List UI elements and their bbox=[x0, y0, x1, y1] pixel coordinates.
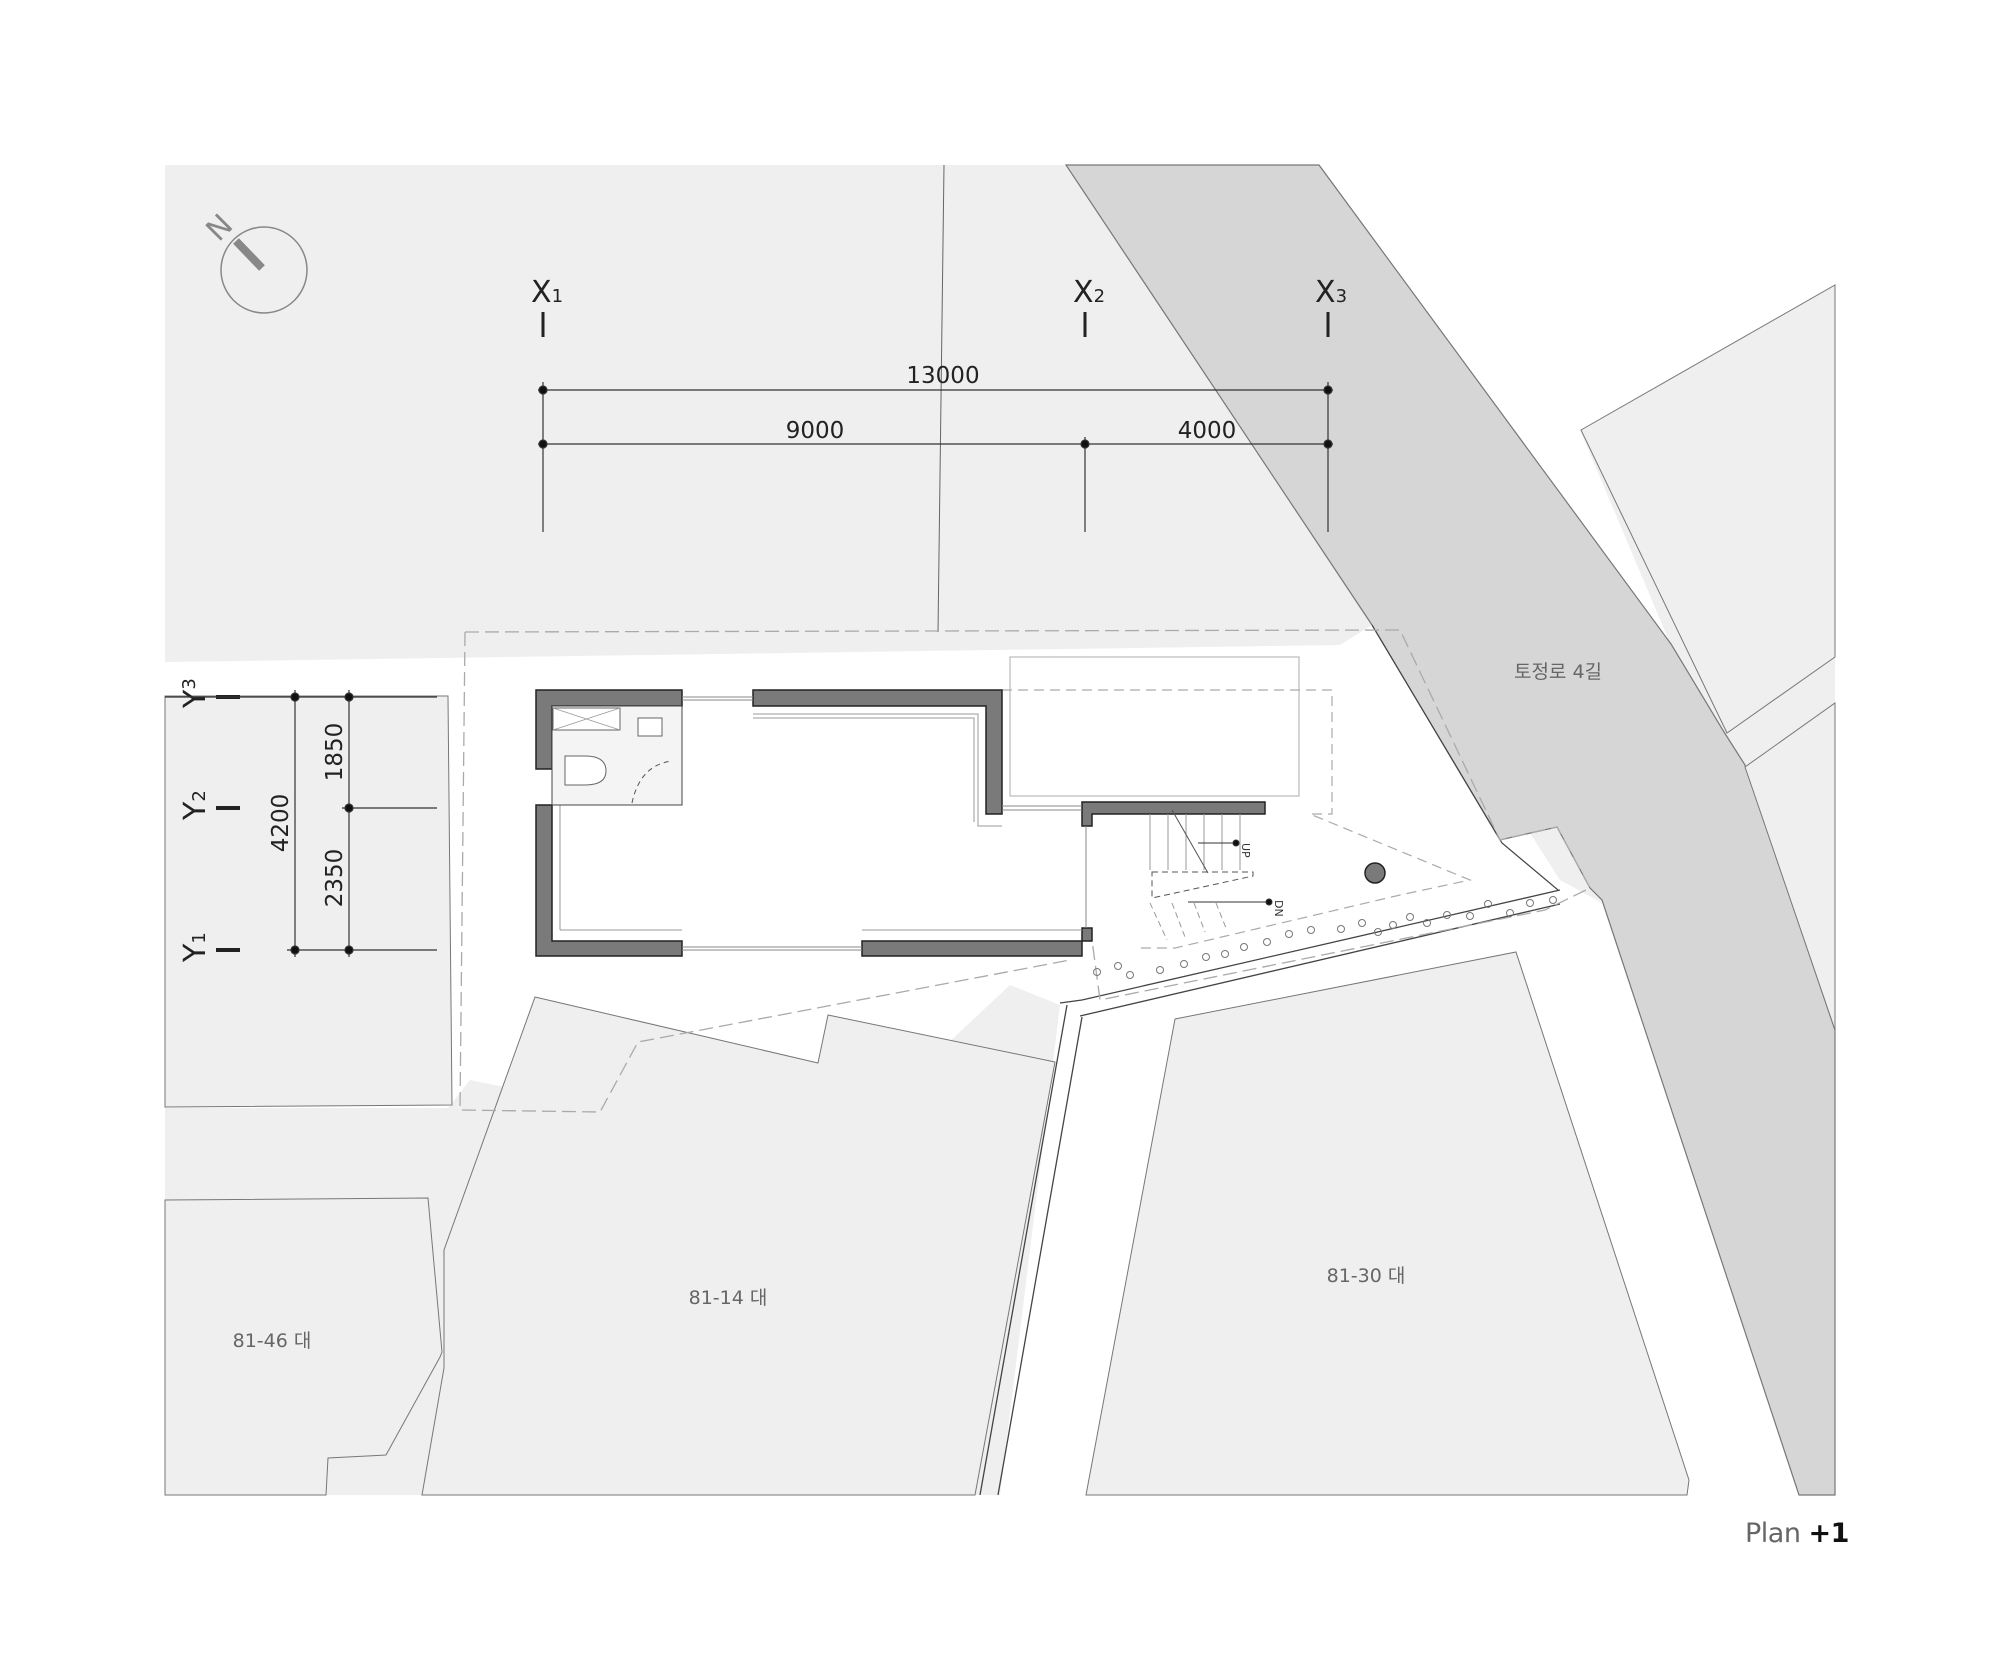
pebble-strip bbox=[1093, 896, 1557, 979]
road-area bbox=[1064, 164, 1836, 1496]
upper-overhang-dashed bbox=[1002, 689, 1473, 949]
dim-y-total: 4200 bbox=[268, 794, 294, 853]
parcel-81-30 bbox=[1085, 951, 1690, 1496]
north-arrow-circle bbox=[220, 226, 308, 314]
dim-y-seg-1: 1850 bbox=[322, 723, 348, 782]
dim-y-seg-2: 2350 bbox=[322, 849, 348, 908]
parcel-label-81-14: 81-14 대 bbox=[689, 1287, 768, 1309]
caption-title: Plan bbox=[1745, 1518, 1801, 1549]
x-dimensions bbox=[538, 382, 1333, 532]
y-dimensions bbox=[165, 690, 437, 957]
parcel-boundary-line bbox=[937, 164, 945, 633]
grid-x2: X2 bbox=[1073, 275, 1105, 337]
svg-text:Y1: Y1 bbox=[178, 932, 213, 963]
stair-dn-label: DN bbox=[1272, 900, 1285, 917]
road-label: 토정로 4길 bbox=[1514, 661, 1602, 683]
tree-marker bbox=[1364, 862, 1386, 884]
door-swing bbox=[631, 760, 673, 804]
white-area-top-right bbox=[1320, 165, 1835, 643]
lane-left-edge-2 bbox=[997, 1016, 1083, 1496]
sink-icon bbox=[637, 717, 663, 737]
stair-arrows bbox=[1188, 839, 1273, 906]
parking-area bbox=[1009, 656, 1300, 797]
site-boundary-left bbox=[459, 631, 1071, 1113]
svg-text:X3: X3 bbox=[1315, 275, 1347, 310]
site-boundary bbox=[464, 629, 1591, 1001]
dim-x-seg-2: 4000 bbox=[1178, 418, 1237, 444]
parcel-right-lower bbox=[1744, 702, 1836, 1031]
grid-y1: Y1 bbox=[178, 932, 240, 963]
stair-up-label: UP bbox=[1239, 843, 1252, 858]
lane-edge bbox=[1059, 889, 1561, 1004]
svg-text:X2: X2 bbox=[1073, 275, 1105, 310]
road-edge-white bbox=[1371, 624, 1559, 891]
parcel-81-46 bbox=[164, 1197, 443, 1496]
dim-x-total: 13000 bbox=[906, 363, 979, 389]
lane-left-edge bbox=[979, 1004, 1068, 1496]
bathroom bbox=[551, 705, 683, 806]
grid-x3: X3 bbox=[1315, 275, 1347, 337]
parcel-label-81-30: 81-30 대 bbox=[1327, 1265, 1406, 1287]
windows bbox=[682, 696, 1087, 951]
parcel-left-mid bbox=[164, 695, 453, 1108]
dim-x-seg-1: 9000 bbox=[786, 418, 845, 444]
drawing-caption: Plan +1 bbox=[1745, 1518, 1849, 1549]
parcel-right-upper bbox=[1580, 284, 1836, 734]
grid-x1: X1 bbox=[531, 275, 563, 337]
north-arrow-needle bbox=[233, 238, 265, 271]
parcel-label-81-46: 81-46 대 bbox=[233, 1330, 312, 1352]
svg-text:Y2: Y2 bbox=[178, 790, 213, 821]
svg-text:X1: X1 bbox=[531, 275, 563, 310]
caption-level: +1 bbox=[1808, 1518, 1850, 1549]
parcel-81-14 bbox=[421, 996, 1056, 1496]
svg-text:Y3: Y3 bbox=[178, 678, 213, 709]
building-walls bbox=[535, 689, 1266, 957]
inner-finish bbox=[559, 713, 1082, 931]
toilet-icon bbox=[564, 755, 607, 786]
grid-y2: Y2 bbox=[178, 790, 240, 821]
stair bbox=[1149, 809, 1254, 941]
